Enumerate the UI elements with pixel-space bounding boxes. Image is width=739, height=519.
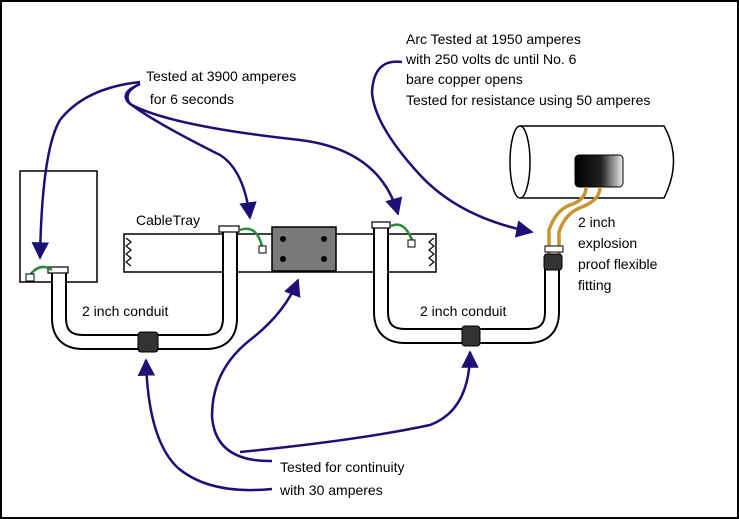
terminal-box bbox=[574, 154, 624, 188]
callout-arrows bbox=[31, 60, 534, 492]
label-tested-3900-line1: Tested at 3900 amperes bbox=[146, 68, 296, 84]
fitting-left-enclosure bbox=[47, 266, 69, 274]
arrow-to-splice-plate bbox=[210, 278, 301, 463]
label-flex-fitting-line4: fitting bbox=[578, 277, 611, 293]
arrow-to-coupling-right bbox=[239, 350, 479, 454]
lug-tray-left bbox=[258, 245, 267, 254]
bonding-jumpers bbox=[25, 223, 416, 282]
label-flex-fitting-line2: explosion bbox=[578, 235, 637, 251]
arrow-to-tray-bond-left bbox=[124, 82, 257, 220]
arrow-to-tray-bond-right bbox=[126, 82, 403, 216]
motor-cylinder bbox=[509, 125, 675, 199]
label-tested-3900-line2: for 6 seconds bbox=[146, 91, 234, 107]
label-arc-tested-line4: Tested for resistance using 50 amperes bbox=[406, 92, 650, 108]
fitting-right-tray bbox=[371, 221, 391, 229]
flexible-fitting bbox=[543, 186, 602, 271]
label-conduit-right: 2 inch conduit bbox=[420, 303, 507, 319]
lug-enclosure bbox=[25, 273, 35, 282]
lug-tray-right bbox=[407, 239, 416, 248]
label-arc-tested: Arc Tested at 1950 amperes with 250 volt… bbox=[405, 31, 650, 108]
label-conduit-left: 2 inch conduit bbox=[82, 303, 169, 319]
label-arc-tested-line1: Arc Tested at 1950 amperes bbox=[406, 31, 581, 47]
label-continuity-line1: Tested for continuity bbox=[280, 459, 405, 475]
conduit-left bbox=[51, 231, 238, 353]
tray-rung-right bbox=[428, 237, 435, 267]
coupling-right bbox=[461, 325, 481, 347]
tray-rung-left bbox=[125, 237, 132, 267]
flex-connector-top bbox=[544, 245, 564, 253]
arrow-to-flex-fitting bbox=[370, 60, 534, 238]
splice-plate bbox=[271, 226, 337, 272]
label-flex-fitting-line1: 2 inch bbox=[578, 214, 615, 230]
arrow-to-coupling-left bbox=[137, 358, 273, 492]
label-continuity-line2: with 30 amperes bbox=[279, 482, 383, 498]
fitting-left-tray bbox=[218, 225, 240, 233]
label-flex-fitting: 2 inch explosion proof flexible fitting bbox=[578, 214, 658, 293]
conduit-right bbox=[373, 226, 560, 347]
arrow-to-enclosure-bond bbox=[31, 80, 141, 260]
label-flex-fitting-line3: proof flexible bbox=[578, 256, 658, 272]
coupling-left bbox=[137, 331, 159, 353]
flex-connector bbox=[543, 253, 563, 271]
label-tested-3900: Tested at 3900 amperes for 6 seconds bbox=[146, 68, 296, 107]
label-continuity: Tested for continuity with 30 amperes bbox=[279, 459, 405, 498]
label-arc-tested-line3: bare copper opens bbox=[406, 71, 523, 87]
label-arc-tested-line2: with 250 volts dc until No. 6 bbox=[405, 51, 577, 67]
label-cable-tray: CableTray bbox=[136, 212, 200, 228]
enclosure-box bbox=[19, 170, 98, 283]
